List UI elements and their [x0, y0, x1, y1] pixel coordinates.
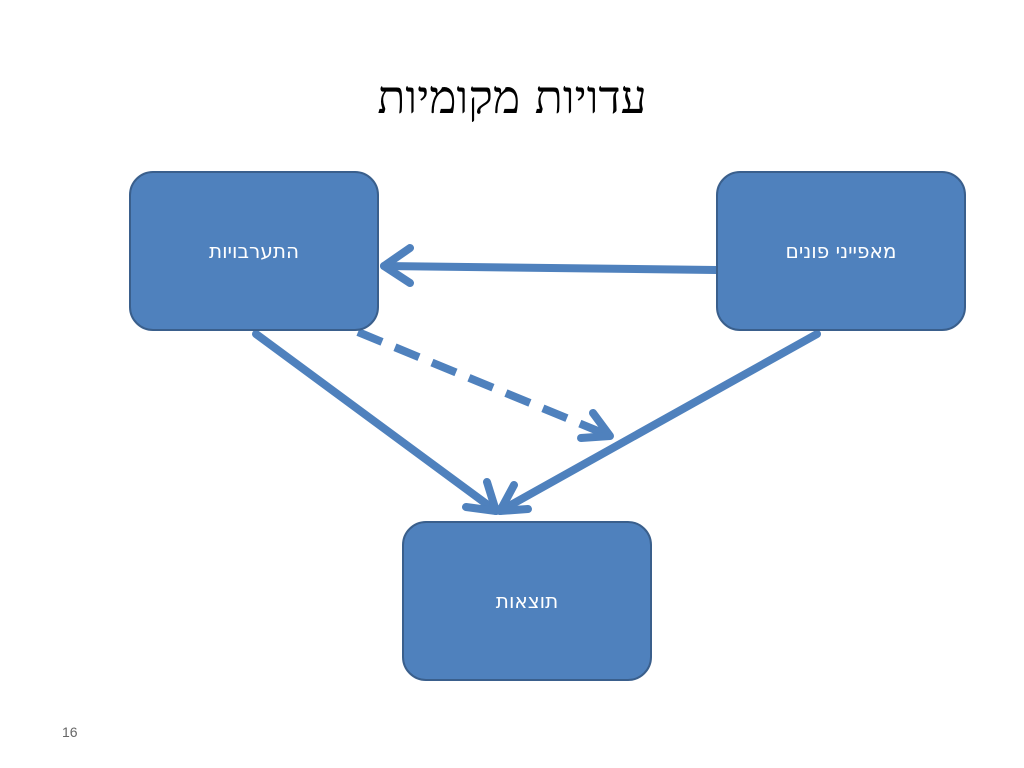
- node-interventions: התערבויות: [129, 171, 379, 331]
- node-patient-characteristics-label: מאפייני פונים: [785, 239, 897, 263]
- node-patient-characteristics: מאפייני פונים: [716, 171, 966, 331]
- arrow-patient-characteristics-to-interventions: [380, 244, 720, 287]
- node-interventions-label: התערבויות: [208, 239, 300, 263]
- node-outcomes-label: תוצאות: [495, 589, 559, 613]
- arrow-patient-characteristics-to-outcomes: [496, 330, 821, 515]
- slide-title: עדויות מקומיות: [377, 70, 647, 124]
- page-number: 16: [62, 724, 78, 740]
- node-outcomes: תוצאות: [402, 521, 652, 681]
- arrow-dashed-interventions-to-effect: [356, 328, 614, 442]
- arrow-interventions-to-outcomes: [252, 330, 500, 515]
